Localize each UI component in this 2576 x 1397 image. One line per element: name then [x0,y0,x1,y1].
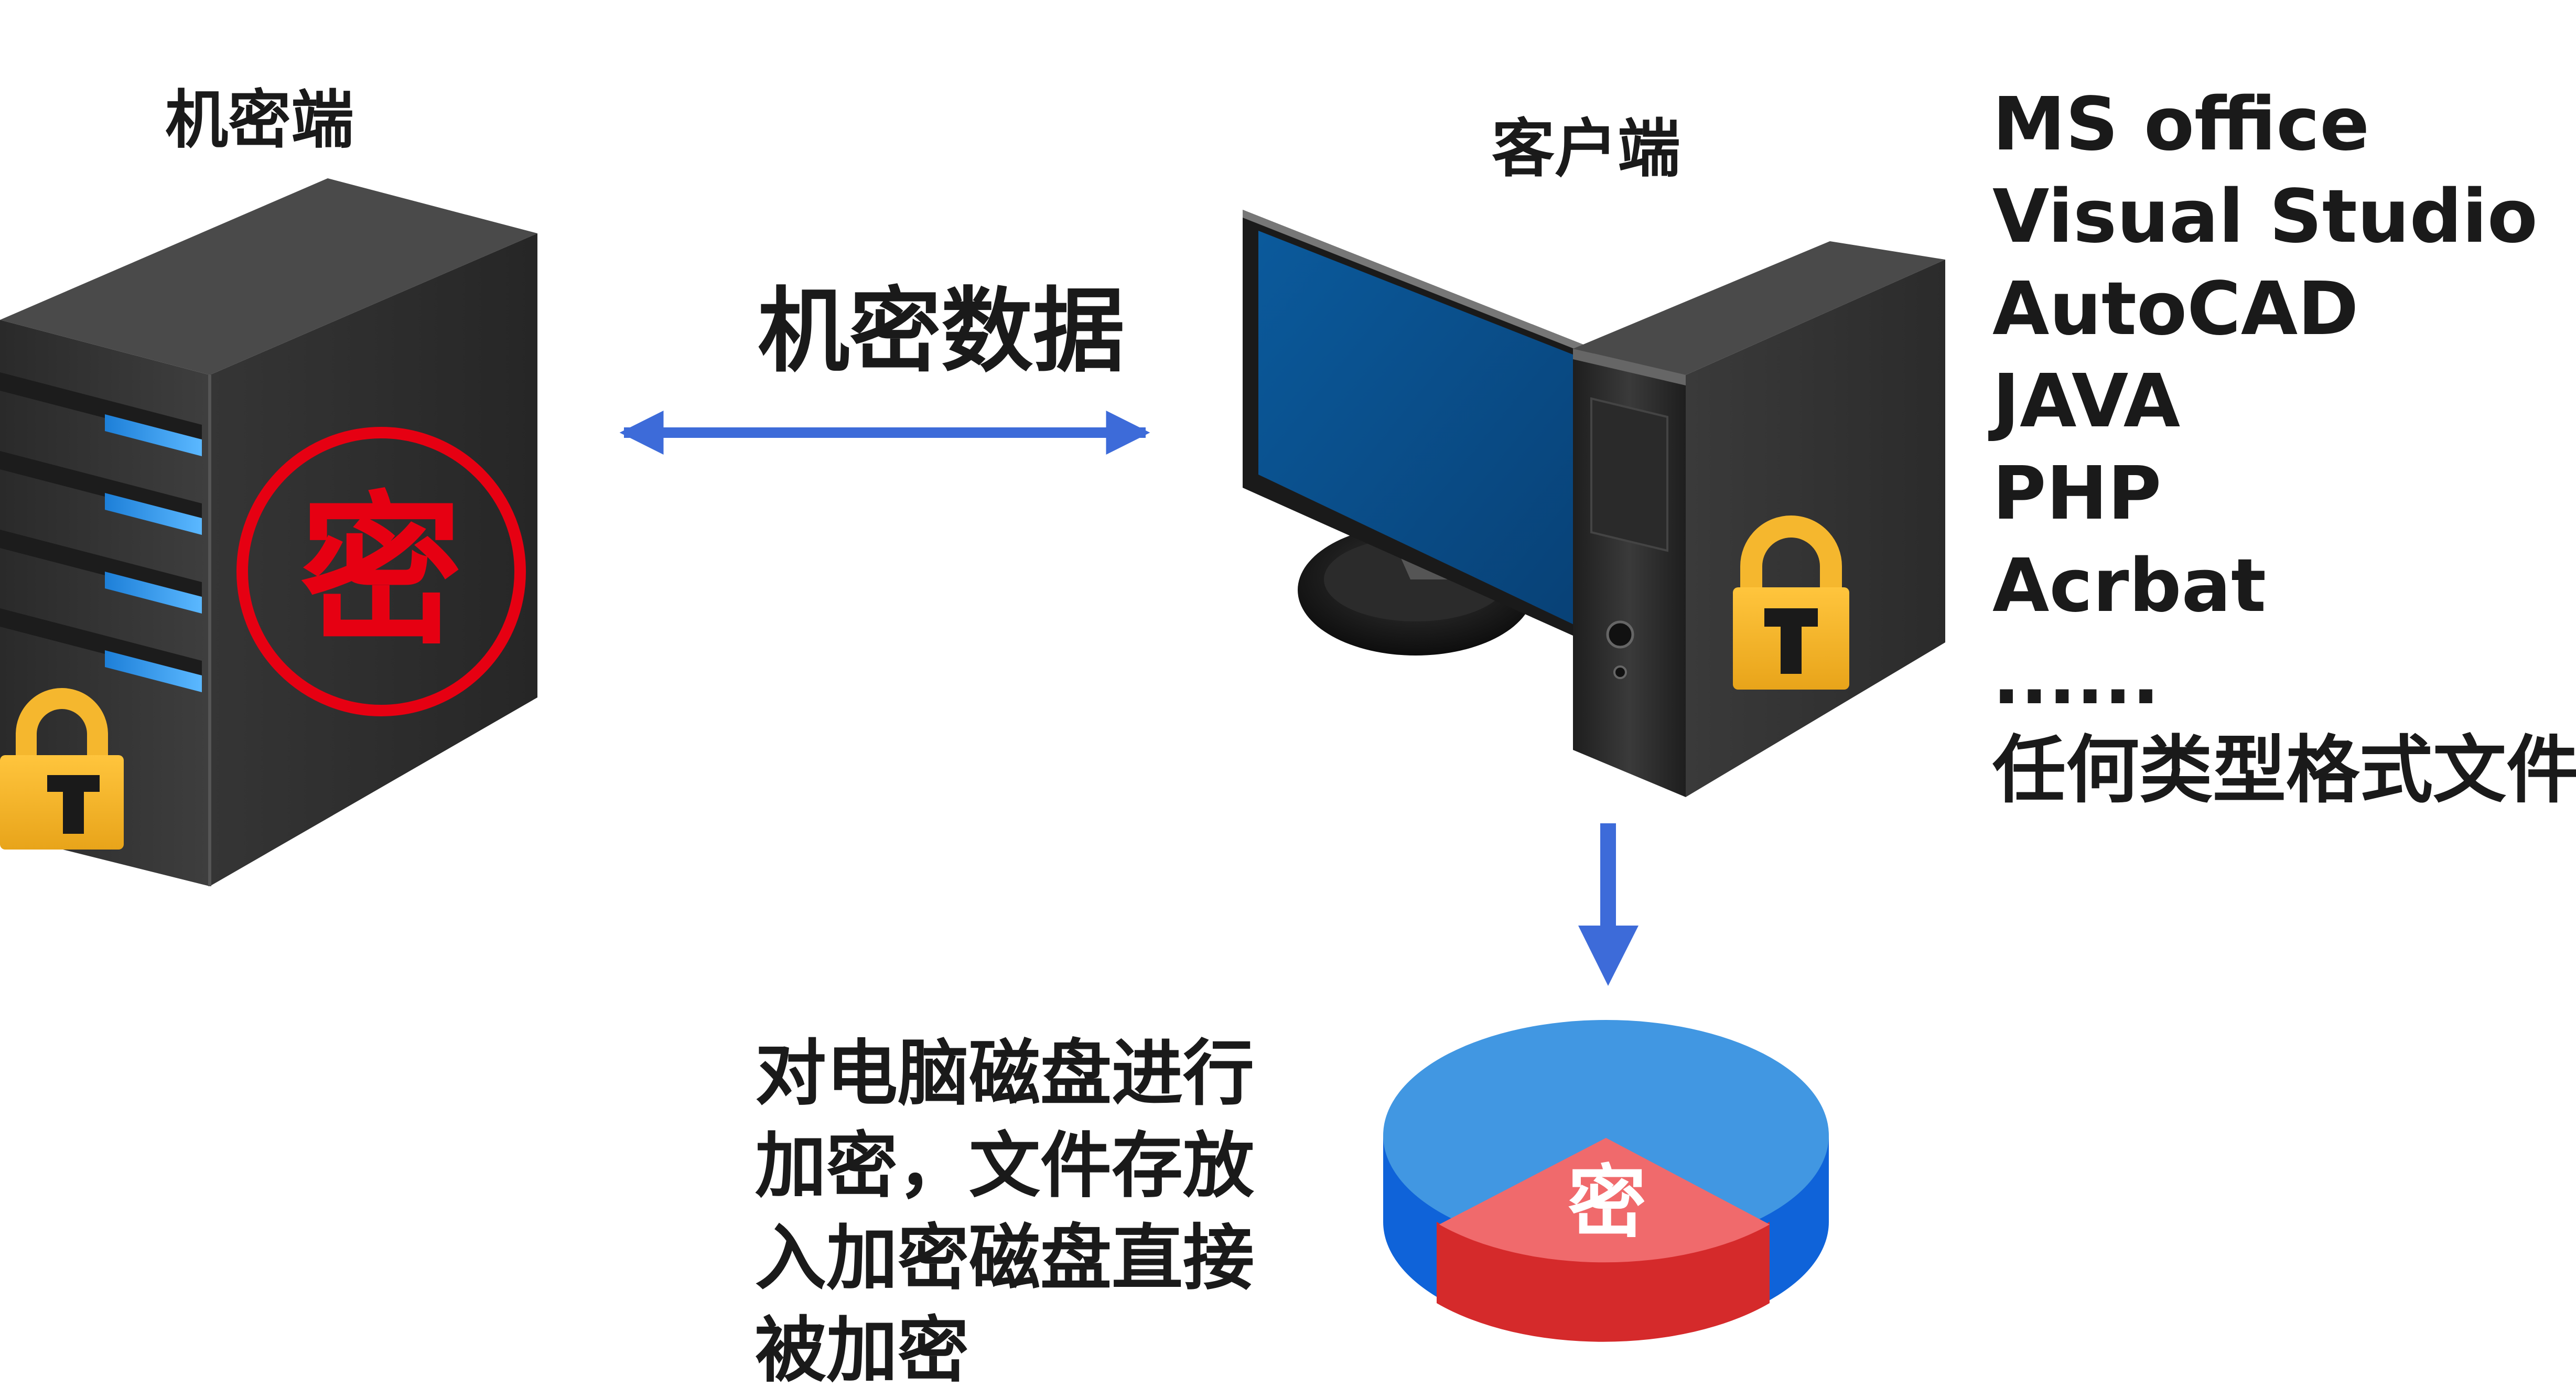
app-list-item: AutoCAD [1992,266,2359,352]
server-illustration: 密 [0,178,537,886]
app-list-item: 任何类型格式文件 [1992,728,2576,813]
stamp-ring [236,427,526,716]
reset-button [1613,665,1627,679]
server-side-face [210,233,537,886]
disk-note-line: 入加密磁盘直接 [755,1217,1254,1300]
disk-top-blue [1383,1020,1829,1251]
app-list-item: MS office [1992,82,2370,167]
confidential-stamp: 密 [236,427,526,716]
server-front-face [0,320,210,886]
server-drive-led [105,650,202,692]
disk-badge-char: 密 [1568,1157,1646,1249]
server-lock-icon [0,688,124,850]
app-list-item: Acrbat [1992,543,2266,629]
power-button [1606,620,1634,649]
encrypted-disk-illustration: 密 [1383,1020,1829,1342]
disk-encryption-note: 对电脑磁盘进行 加密，文件存放 入加密磁盘直接 被加密 [755,1028,1254,1397]
disk-note-line: 被加密 [755,1309,969,1392]
monitor-screen [1258,231,1578,627]
stamp-char: 密 [300,478,462,667]
client-lock-icon [1733,515,1849,690]
tower-drive-slot [1590,397,1668,552]
server-drive-led [105,572,202,614]
tower-top-face [1573,241,1945,375]
supported-apps-list: MS office Visual Studio AutoCAD JAVA PHP… [1992,79,2576,817]
down-arrow [1578,823,1639,986]
disk-note-line: 对电脑磁盘进行 [755,1033,1254,1115]
data-link-label: 机密数据 [758,278,1125,385]
server-title: 机密端 [165,84,354,157]
app-list-item: JAVA [1992,359,2181,444]
app-list-item: ...... [1992,636,2160,721]
server-drive-led [105,414,202,456]
server-top-face [0,178,537,375]
app-list-item: Visual Studio [1992,174,2538,260]
server-drive-led [105,493,202,535]
disk-note-line: 加密，文件存放 [755,1125,1254,1208]
app-list-item: PHP [1992,451,2162,536]
client-computer-illustration [1243,210,1945,797]
client-title: 客户端 [1492,113,1680,186]
server-drive-bays [0,372,202,692]
